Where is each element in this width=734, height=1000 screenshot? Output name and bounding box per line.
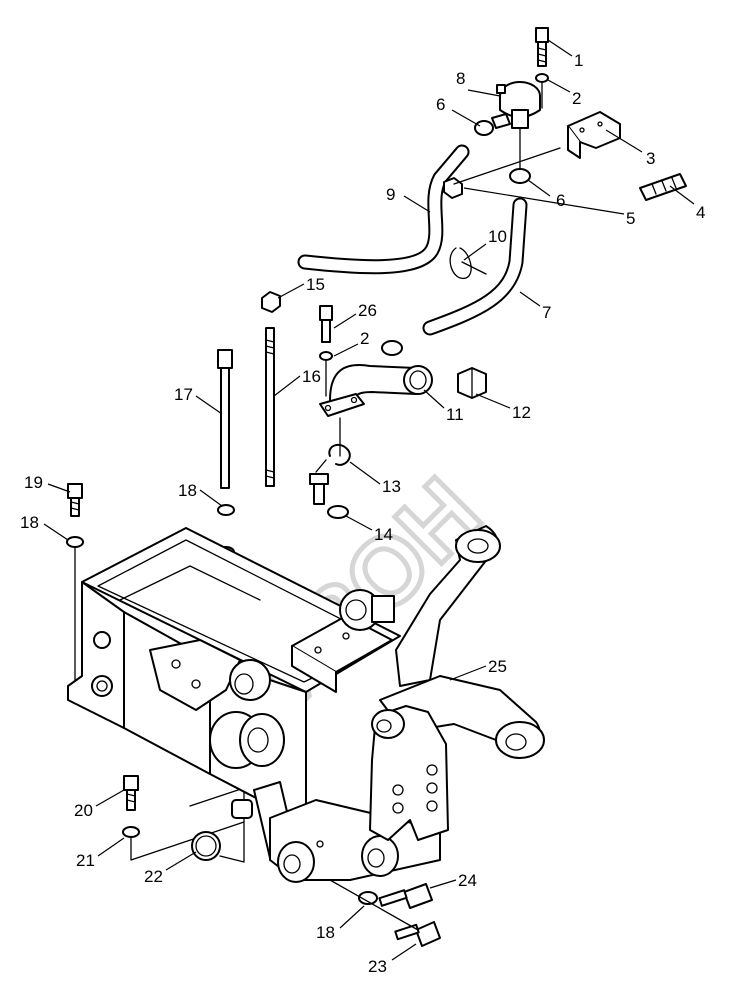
- lift-arms: [339, 525, 545, 841]
- callout-18b: 18: [20, 513, 39, 532]
- callout-19: 19: [24, 473, 43, 492]
- upper-bracket: [291, 615, 393, 673]
- callout-16: 16: [302, 367, 321, 386]
- nut-15: [261, 291, 281, 313]
- callout-13: 13: [382, 477, 401, 496]
- callout-15: 15: [306, 275, 325, 294]
- pipe-assembly: [309, 340, 487, 519]
- fasteners-left: [66, 291, 441, 947]
- spring-clip-10: [449, 247, 487, 279]
- callouts: 1 2 3 4 5 6 6 7 8 9 10 11 12 13 14 15 16…: [20, 51, 705, 976]
- bolt-19: [67, 483, 83, 499]
- washer-18c: [358, 891, 378, 905]
- stud-16: [265, 327, 275, 487]
- main-housing: [67, 527, 441, 883]
- callout-17: 17: [174, 385, 193, 404]
- bolt-4: [639, 173, 687, 201]
- bolt-17: [217, 349, 233, 369]
- flange-11: [319, 393, 365, 417]
- callout-8: 8: [456, 69, 465, 88]
- callout-22: 22: [144, 867, 163, 886]
- callout-2b: 2: [360, 329, 369, 348]
- callout-9: 9: [386, 185, 395, 204]
- clamp-6a: [474, 120, 494, 136]
- leader-lines: [43, 39, 695, 961]
- housing-left-face: [67, 581, 125, 729]
- boss-a: [229, 659, 271, 701]
- link-plate: [369, 705, 449, 841]
- pin: [231, 799, 253, 819]
- o-ring-14: [327, 505, 349, 519]
- bolt-24: [403, 883, 433, 909]
- callout-24: 24: [458, 871, 477, 890]
- callout-4: 4: [696, 203, 705, 222]
- callout-11: 11: [446, 405, 464, 424]
- callout-5: 5: [626, 209, 635, 228]
- callout-1: 1: [574, 51, 583, 70]
- washer-2a: [535, 73, 549, 83]
- callout-3: 3: [646, 149, 655, 168]
- washer-21: [122, 826, 140, 838]
- bolt-1: [535, 27, 549, 43]
- callout-10: 10: [488, 227, 507, 246]
- callout-7: 7: [542, 303, 551, 322]
- callout-18a: 18: [178, 481, 197, 500]
- callout-20: 20: [74, 801, 93, 820]
- clamp-6b: [509, 168, 531, 184]
- callout-2a: 2: [572, 89, 581, 108]
- bolt-20: [123, 775, 139, 791]
- hose-assembly: [297, 27, 687, 336]
- callout-23: 23: [368, 957, 387, 976]
- nut-5: [443, 177, 463, 199]
- washer-18a: [217, 504, 235, 516]
- callout-6b: 6: [556, 191, 565, 210]
- callout-14: 14: [374, 525, 393, 544]
- bolt-23: [415, 921, 441, 947]
- clamp-pipe: [381, 340, 403, 356]
- washer-2b: [319, 351, 333, 361]
- washer-18b: [66, 536, 84, 548]
- callout-6a: 6: [436, 95, 445, 114]
- callout-25: 25: [488, 657, 507, 676]
- callout-26: 26: [358, 301, 377, 320]
- callout-21: 21: [76, 851, 95, 870]
- bolt-26: [319, 305, 333, 321]
- callout-12: 12: [512, 403, 531, 422]
- callout-18c: 18: [316, 923, 335, 942]
- cast-bracket: [149, 639, 241, 711]
